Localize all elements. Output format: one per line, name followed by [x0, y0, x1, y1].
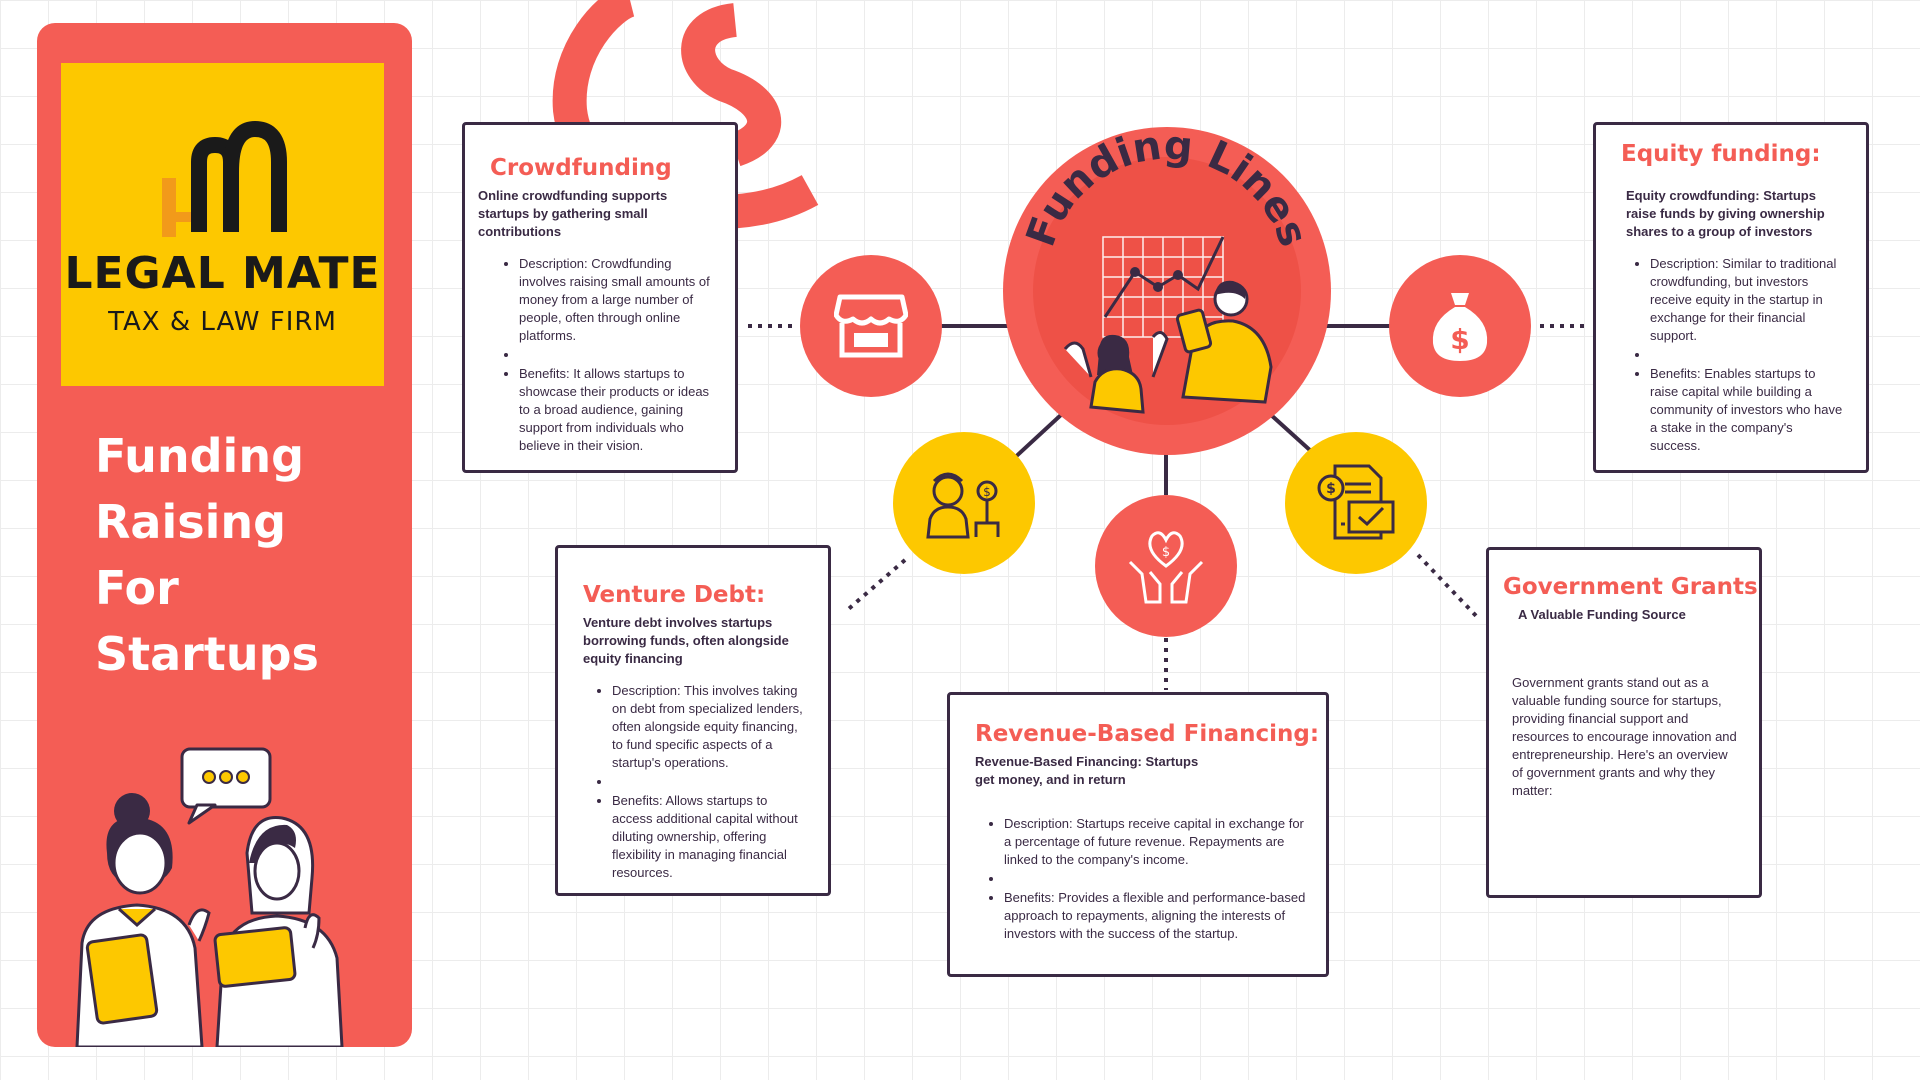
bullet-item: Description: Similar to traditional crow…: [1650, 255, 1846, 345]
card-venture-debt: Venture Debt: Venture debt involves star…: [555, 545, 831, 896]
bullet-item: Benefits: Enables startups to raise capi…: [1650, 365, 1846, 455]
card-body: Government grants stand out as a valuabl…: [1512, 675, 1737, 798]
logo-mark-icon: [162, 120, 287, 237]
money-bag-circle: $: [1389, 255, 1531, 397]
card-title: Crowdfunding: [490, 155, 672, 181]
card-title: Equity funding:: [1621, 141, 1821, 167]
investor-icon: $: [926, 472, 1000, 539]
card-bullets: Description: Similar to traditional crow…: [1616, 255, 1846, 455]
title-line: Funding: [95, 429, 304, 483]
card-title: Venture Debt:: [583, 582, 766, 608]
card-bullets: Description: Crowdfunding involves raisi…: [485, 255, 715, 455]
handshake-circle: $: [1095, 495, 1237, 637]
card-revenue-based-financing: Revenue-Based Financing: Revenue-Based F…: [947, 692, 1329, 977]
bullet-item: Description: Crowdfunding involves raisi…: [519, 255, 715, 345]
svg-text:$: $: [1162, 545, 1170, 560]
brand-name: LEGAL MATE: [64, 248, 381, 299]
bullet-item: Benefits: Allows startups to access addi…: [612, 792, 808, 882]
card-subtitle: Venture debt involves startups borrowing…: [583, 615, 789, 666]
left-panel: LEGAL MATE TAX & LAW FIRM Funding Raisin…: [37, 23, 412, 1047]
brand-tagline: TAX & LAW FIRM: [108, 307, 337, 337]
bullet-item: [1650, 346, 1846, 364]
title-line: Raising: [95, 495, 287, 549]
center-label: Funding Lines: [1018, 127, 1316, 252]
bullet-item: [519, 346, 715, 364]
title-line: For: [95, 561, 179, 615]
center-illustration: Funding Lines: [1018, 127, 1316, 414]
card-title: Government Grants: [1503, 574, 1758, 600]
bullet-item: Benefits: Provides a flexible and perfor…: [1004, 889, 1306, 943]
bullet-item: [1004, 870, 1306, 888]
invoice-circle: $: [1285, 432, 1427, 574]
title-line: Startups: [95, 627, 319, 681]
investor-circle: $: [893, 432, 1035, 574]
card-subtitle: Online crowdfunding supports startups by…: [478, 188, 668, 239]
store-icon: [834, 294, 908, 358]
card-government-grants: Government Grants A Valuable Funding Sou…: [1486, 547, 1762, 898]
bullet-item: Description: This involves taking on deb…: [612, 682, 808, 772]
people-illustration: [75, 747, 344, 1047]
card-title: Revenue-Based Financing:: [975, 721, 1320, 747]
handshake-heart-icon: $: [1128, 531, 1204, 604]
bullet-item: Description: Startups receive capital in…: [1004, 815, 1306, 869]
card-equity-funding: Equity funding: Equity crowdfunding: Sta…: [1593, 122, 1869, 473]
logo: LEGAL MATE TAX & LAW FIRM: [61, 63, 384, 386]
card-subtitle: Revenue-Based Financing: Startups get mo…: [975, 754, 1199, 787]
card-crowdfunding: Crowdfunding Online crowdfunding support…: [462, 122, 738, 473]
bullet-item: Benefits: It allows startups to showcase…: [519, 365, 715, 455]
page-title: Funding Raising For Startups: [95, 423, 395, 687]
svg-text:$: $: [983, 485, 991, 499]
card-bullets: Description: Startups receive capital in…: [970, 815, 1306, 943]
dollar-sign-icon: $: [1450, 323, 1469, 356]
money-bag-icon: $: [1432, 293, 1488, 361]
bullet-item: [612, 773, 808, 791]
center-circle: Funding Lines: [1003, 127, 1331, 455]
card-subtitle: A Valuable Funding Source: [1518, 607, 1686, 622]
card-subtitle: Equity crowdfunding: Startups raise fund…: [1626, 188, 1825, 239]
card-bullets: Description: This involves taking on deb…: [578, 682, 808, 882]
store-circle: [800, 255, 942, 397]
svg-text:$: $: [1326, 481, 1336, 497]
invoice-icon: $: [1317, 464, 1395, 540]
